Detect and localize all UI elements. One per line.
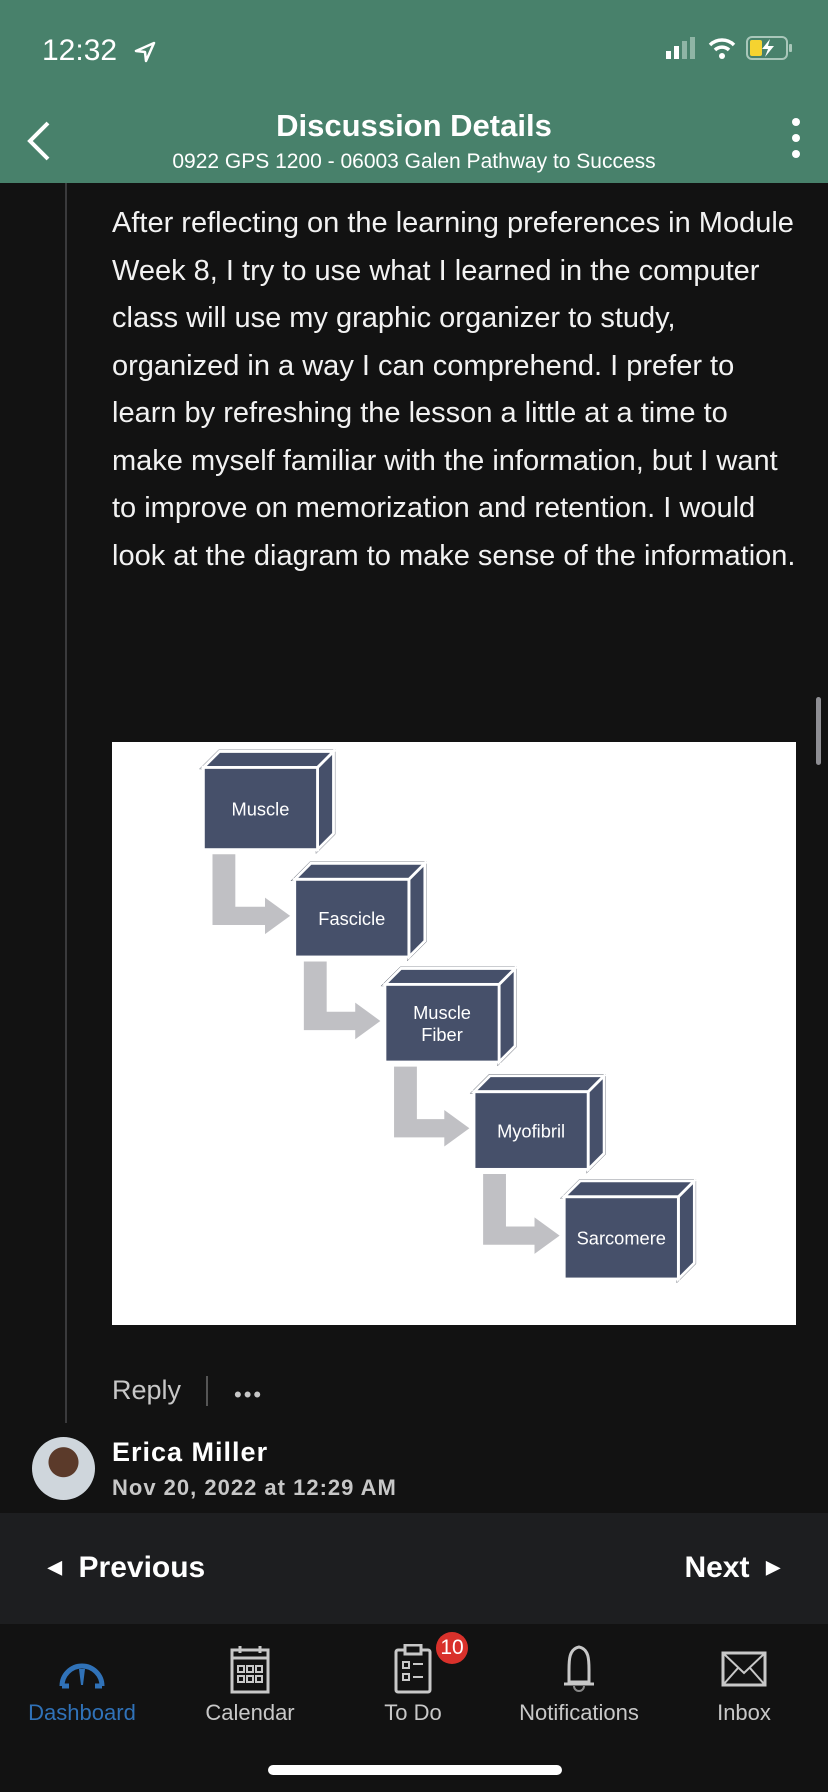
todo-count-badge: 10	[436, 1632, 468, 1664]
tab-label: Dashboard	[28, 1700, 136, 1725]
tab-bar: Dashboard Calendar To Do 10 Notification…	[0, 1624, 828, 1792]
diagram-label: Myofibril	[497, 1120, 565, 1141]
diagram-box: Muscle	[199, 748, 337, 854]
caret-right-icon: ▶	[766, 1557, 780, 1577]
diagram-label: Fascicle	[318, 908, 385, 929]
wifi-icon	[708, 38, 736, 59]
page-title: Discussion Details	[276, 108, 552, 143]
home-indicator[interactable]	[268, 1765, 562, 1775]
tab-calendar[interactable]: Calendar	[190, 1638, 310, 1726]
bell-icon	[564, 1645, 594, 1692]
divider	[206, 1376, 208, 1406]
tab-todo[interactable]: To Do	[354, 1638, 472, 1726]
diagram-box: Sarcomere	[560, 1177, 698, 1284]
author-name[interactable]: Erica Miller	[112, 1437, 269, 1467]
tab-label: Inbox	[717, 1700, 771, 1725]
diagram-label: Muscle	[232, 798, 290, 819]
app-header: 12:32 Discussion Details 0922 GPS 1200 -…	[0, 0, 828, 183]
tab-label: To Do	[384, 1700, 442, 1725]
previous-label: Previous	[78, 1551, 206, 1584]
tab-label: Notifications	[519, 1700, 639, 1725]
post-body: After reflecting on the learning prefere…	[112, 207, 796, 572]
caret-left-icon: ◀	[48, 1557, 62, 1577]
envelope-icon	[721, 1651, 767, 1687]
calendar-icon	[230, 1646, 270, 1694]
tab-dashboard[interactable]: Dashboard	[18, 1638, 146, 1726]
diagram-label: Sarcomere	[577, 1228, 666, 1249]
scrollbar[interactable]	[816, 697, 821, 765]
post-more-button[interactable]: •••	[234, 1382, 264, 1407]
more-options-button[interactable]	[790, 118, 802, 158]
diagram-label: Fiber	[421, 1024, 463, 1045]
status-icons	[666, 36, 794, 60]
battery-charging-icon	[746, 36, 792, 60]
dashboard-icon	[59, 1663, 105, 1689]
reply-button[interactable]: Reply	[112, 1375, 182, 1405]
diagram-box: Myofibril	[469, 1072, 608, 1174]
course-subtitle: 0922 GPS 1200 - 06003 Galen Pathway to S…	[172, 150, 656, 173]
status-time: 12:32	[42, 34, 118, 67]
next-button[interactable]: Next ▶	[684, 1551, 780, 1585]
avatar[interactable]	[32, 1437, 95, 1500]
tab-label: Calendar	[205, 1700, 295, 1725]
back-button[interactable]	[24, 120, 54, 162]
previous-button[interactable]: ◀ Previous	[48, 1551, 205, 1585]
signal-icon	[666, 37, 695, 59]
pager-bar: ◀ Previous Next ▶	[0, 1513, 828, 1624]
arrow-icon	[483, 1173, 560, 1254]
post-date: Nov 20, 2022 at 12:29 AM	[112, 1475, 397, 1500]
diagram-label: Muscle	[413, 1002, 471, 1023]
todo-clipboard-icon	[394, 1644, 432, 1694]
arrow-icon	[212, 854, 291, 935]
tab-notifications[interactable]: Notifications	[508, 1638, 650, 1726]
arrow-icon	[303, 961, 381, 1040]
diagram-box: Fascicle	[290, 859, 429, 962]
arrow-icon	[394, 1066, 470, 1147]
thread-line	[65, 183, 67, 1423]
tab-inbox[interactable]: Inbox	[694, 1638, 794, 1726]
next-label: Next	[684, 1551, 750, 1584]
location-icon	[134, 41, 156, 63]
